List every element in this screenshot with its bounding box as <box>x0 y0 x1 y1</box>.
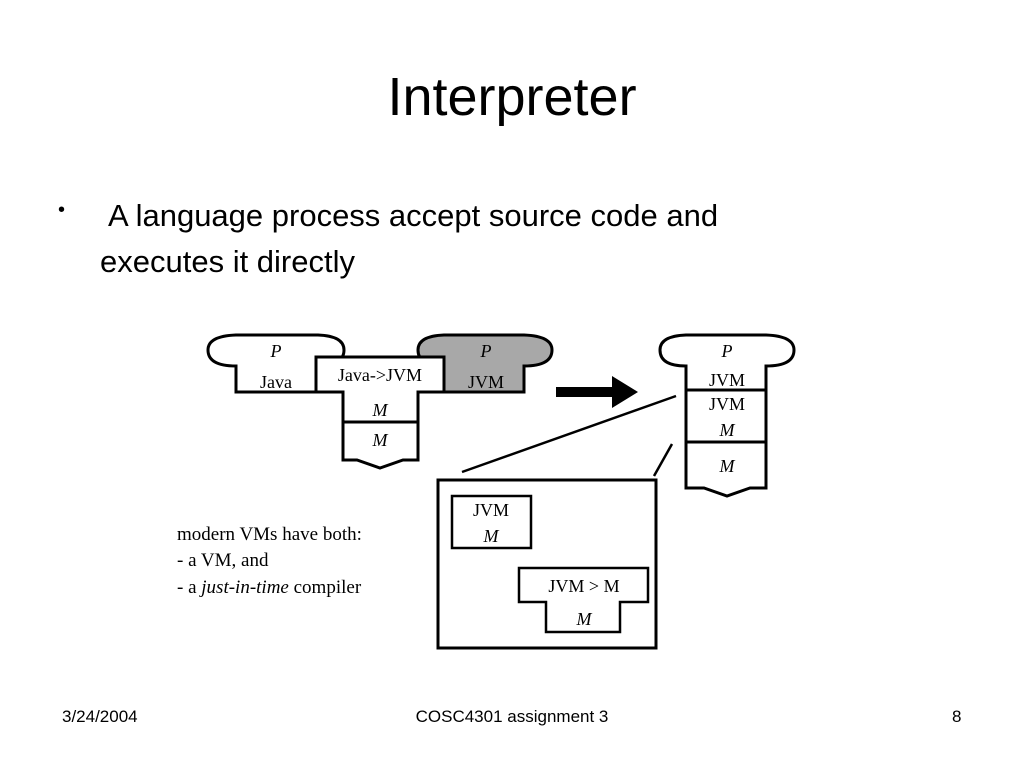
left-program-bottom: Java <box>260 372 292 392</box>
right-base-machine-shape <box>684 440 768 498</box>
compiled-program-shape <box>416 333 554 394</box>
note-line-2: - a VM, and <box>177 550 269 571</box>
detail-interpreter-label: JVM <box>473 500 509 520</box>
compiler-label: Java->JVM <box>338 365 422 385</box>
right-interpreter-machine: M <box>719 420 736 440</box>
note-line-1: modern VMs have both: <box>177 524 362 545</box>
slide-title: Interpreter <box>387 67 637 127</box>
note-line-3-start: - a <box>177 577 201 598</box>
footer-page-number: 8 <box>952 707 962 726</box>
detail-jit-label: JVM > M <box>548 576 619 596</box>
left-program-top: P <box>270 341 282 361</box>
arrow-right-icon <box>556 376 638 408</box>
footer-title: COSC4301 assignment 3 <box>415 707 609 726</box>
detail-interpreter-shape <box>450 494 533 550</box>
compiled-program-top: P <box>480 341 492 361</box>
footer-date: 3/24/2004 <box>62 707 138 726</box>
compiler-machine: M <box>372 400 389 420</box>
right-interpreter-label: JVM <box>709 394 745 414</box>
detail-jit-machine: M <box>576 609 593 629</box>
base-machine-shape <box>341 420 420 470</box>
note-line-3: - a just-in-time compiler <box>177 577 362 598</box>
right-program-top: P <box>721 341 733 361</box>
zoom-line-left <box>461 394 677 474</box>
zoom-line-right <box>652 443 674 477</box>
compiled-program-bottom: JVM <box>468 372 504 392</box>
right-interpreter-shape <box>684 388 768 444</box>
right-base-machine-label: M <box>719 456 736 476</box>
base-machine-label: M <box>372 430 389 450</box>
bullet-dot-icon: • <box>58 199 66 221</box>
right-program-lang: JVM <box>709 370 745 390</box>
note-line-3-em: just-in-time <box>198 577 289 598</box>
bullet-text: A language process accept source code an… <box>100 198 719 279</box>
note-line-3-end: compiler <box>289 577 362 598</box>
detail-jit-shape <box>517 566 650 634</box>
detail-interpreter-machine: M <box>483 526 500 546</box>
